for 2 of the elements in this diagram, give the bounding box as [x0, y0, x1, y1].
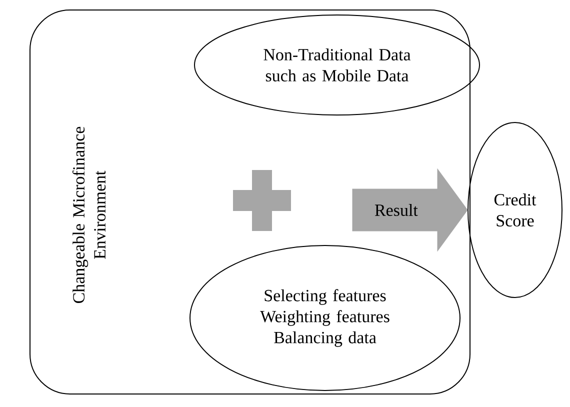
block-arrow	[352, 168, 468, 252]
edge-label: Result	[374, 204, 418, 216]
